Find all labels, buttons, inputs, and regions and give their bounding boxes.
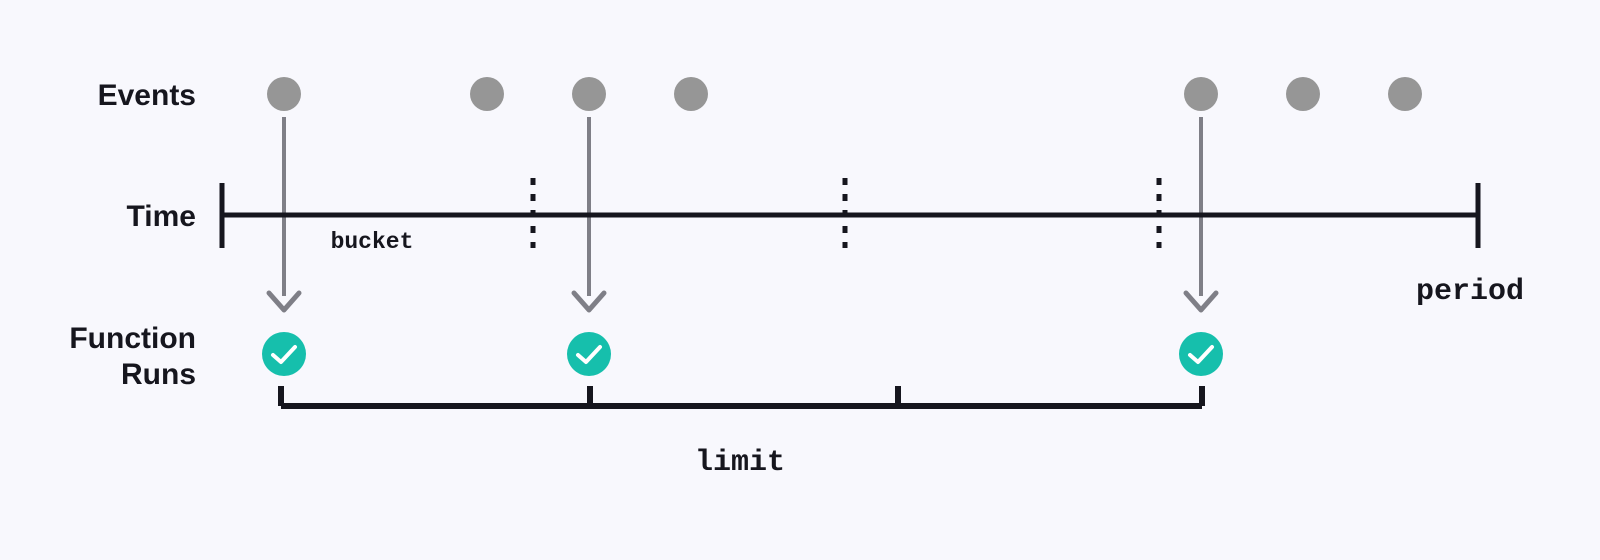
function-run-circle	[567, 332, 611, 376]
event-dot	[1286, 77, 1320, 111]
event-dot	[674, 77, 708, 111]
limit-annotation-label: limit	[695, 446, 785, 480]
event-dot-group	[267, 77, 1422, 111]
bucket-annotation-label: bucket	[331, 229, 414, 255]
event-dot	[267, 77, 301, 111]
event-dot	[572, 77, 606, 111]
timeline-axis-group	[219, 183, 1481, 248]
row-label-time: Time	[127, 200, 196, 233]
row-label-function-runs-line1: Function	[69, 322, 196, 355]
row-label-function-runs-line2: Runs	[121, 358, 196, 391]
check-icon	[271, 345, 297, 364]
check-icon	[1188, 345, 1214, 364]
check-icon	[576, 345, 602, 364]
event-dot	[1184, 77, 1218, 111]
arrow-1-head	[266, 290, 302, 313]
function-run-circle	[1179, 332, 1223, 376]
bucket-divider-group	[530, 178, 1162, 248]
limit-bracket-group	[278, 386, 1205, 409]
event-dot	[470, 77, 504, 111]
row-label-events: Events	[98, 79, 196, 112]
function-run-group	[262, 332, 1223, 376]
event-arrow-group	[266, 117, 1219, 313]
period-annotation-label: period	[1416, 275, 1524, 309]
function-run-circle	[262, 332, 306, 376]
arrow-3-head	[1183, 290, 1219, 313]
arrow-2-head	[571, 290, 607, 313]
event-dot	[1388, 77, 1422, 111]
